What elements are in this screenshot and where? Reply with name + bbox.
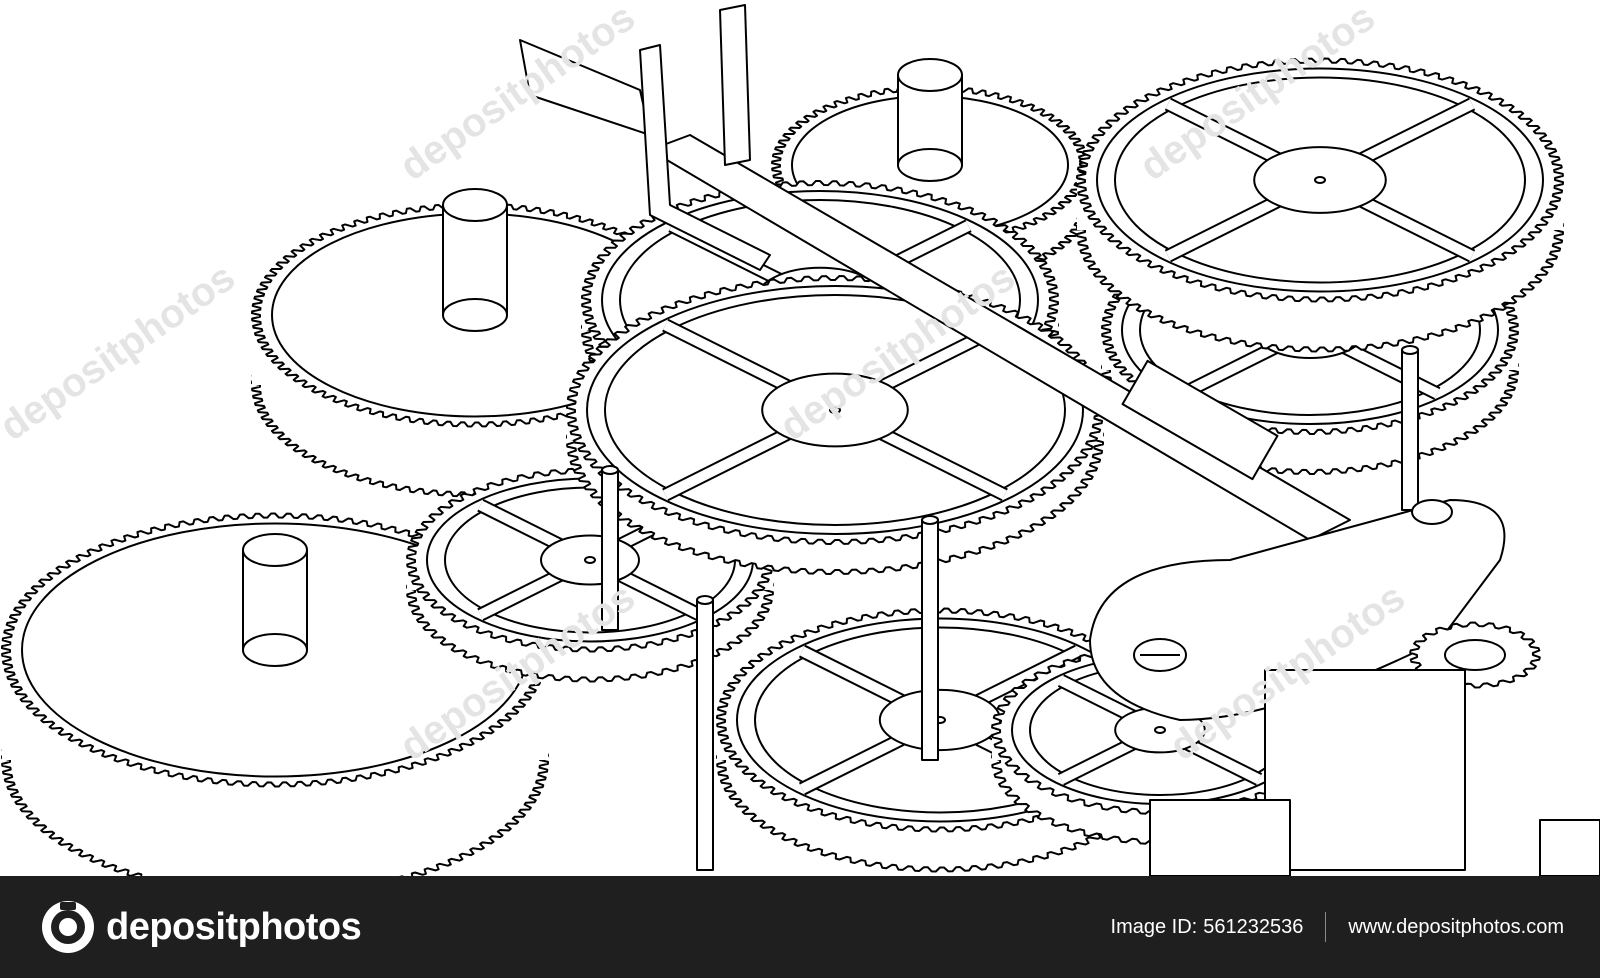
movement-plate (1264, 669, 1466, 871)
base-block (1149, 799, 1291, 876)
arbor-shaft (696, 599, 714, 871)
arbor-shaft (601, 469, 619, 631)
website-link[interactable]: www.depositphotos.com (1348, 915, 1564, 938)
gear-post-top (242, 533, 308, 567)
gear-post (442, 204, 508, 316)
arbor-shaft (921, 519, 939, 761)
meta-divider (1325, 912, 1327, 942)
gear-post-base (897, 148, 963, 182)
pivot-pin (719, 4, 751, 166)
brand-name: depositphotos (106, 905, 362, 948)
gear-post-top (897, 58, 963, 92)
lever-fork (639, 44, 771, 271)
gear-axle-hole (584, 556, 596, 564)
gear-post-base (442, 298, 508, 332)
gear-axle-hole (829, 406, 841, 414)
escape-wheel-hub (1444, 639, 1506, 671)
gear-illustration: depositphotos depositphotos depositphoto… (0, 0, 1600, 876)
arbor-shaft (1401, 349, 1419, 511)
brand-logo[interactable]: depositphotos (40, 900, 362, 954)
gear-post-top (442, 188, 508, 222)
gear-axle-hole (1154, 726, 1166, 734)
image-id-label: Image ID: (1110, 915, 1198, 938)
escapement-lever (649, 134, 1351, 541)
lever-weight (1121, 359, 1279, 481)
arbor-top (921, 515, 939, 525)
arbor-top (1401, 345, 1419, 355)
arbor-top (601, 465, 619, 475)
gear-axle-hole (1314, 176, 1326, 184)
gear-post-base (242, 633, 308, 667)
image-id-value: 561232536 (1203, 915, 1304, 938)
stock-footer: depositphotos Image ID: 561232536 www.de… (0, 876, 1600, 978)
clockwork-drawing (1, 4, 1600, 876)
bridge-screw (1411, 499, 1453, 525)
corner-pillar (1539, 819, 1600, 876)
image-meta: Image ID: 561232536 www.depositphotos.co… (1111, 910, 1564, 944)
camera-aperture-icon (42, 901, 94, 953)
lever-fork-arm (519, 39, 651, 136)
arbor-top (696, 595, 714, 605)
